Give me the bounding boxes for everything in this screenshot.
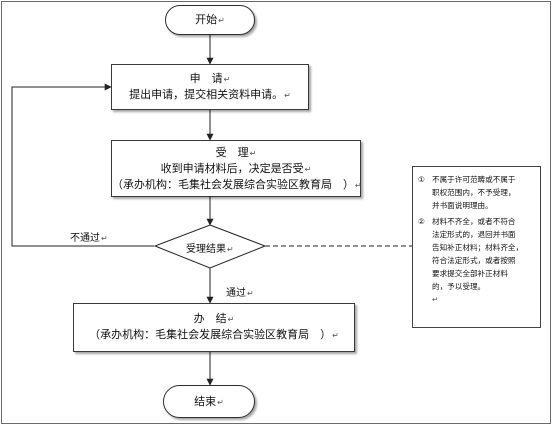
decision-label: 受理结果↵ [186,244,234,255]
note-2-line: 的，予以受理。 [432,282,486,291]
note-2-line: 法定形式的，退回并书面 [432,230,516,239]
start-terminal: 开始↵ [165,5,255,35]
pass-label: 通过↵ [226,288,254,299]
end-label: 结束 [194,395,217,408]
note-item-1: ① 不属于许可范畴或不属于 职权范围内，不予受理， 并书面说明理由。 [418,173,536,212]
notes-box: ① 不属于许可范畴或不属于 职权范围内，不予受理， 并书面说明理由。 ② 材料不… [412,166,541,328]
process-title: 办 结 [193,312,227,325]
reject-label: 不通过↵ [70,233,108,244]
note-1-line: 并书面说明理由。 [432,201,493,210]
process-box: 办 结↵ （承办机构：毛集社会发展综合实验区教育局 ）↵ [73,303,355,352]
note-return-mark: ↵ [432,295,439,304]
apply-title: 申 请 [189,72,223,85]
arrow-reject-loop [11,83,154,247]
start-label: 开始 [195,13,218,26]
note-number-1: ① [418,175,425,184]
apply-detail: 提出申请，提交相关资料申请。 [129,88,284,101]
note-1-line: 职权范围内，不予受理， [432,188,516,197]
note-2-line: 告知补正材料；材料齐全， [432,243,524,252]
accept-detail: 收到申请材料后，决定是否受 [160,162,304,175]
note-1-line: 不属于许可范畴或不属于 [432,175,516,184]
note-2-line: 材料不齐全，或者不符合 [432,217,516,226]
accept-title: 受 理 [215,146,249,159]
accept-box: 受 理↵ 收到申请材料后，决定是否受↵ （承办机构：毛集社会发展综合实验区教育局… [111,140,362,197]
process-agency: （承办机构：毛集社会发展综合实验区教育局 ） [89,328,332,341]
end-terminal: 结束↵ [163,385,255,418]
note-item-2: ② 材料不齐全，或者不符合 法定形式的，退回并书面 告知补正材料；材料齐全， 符… [418,215,536,293]
note-2-line: 要求提交全部补正材料 [432,269,508,278]
note-number-2: ② [418,217,425,226]
note-2-line: 符合法定形式，或者按照 [432,256,516,265]
accept-agency: （承办机构：毛集社会发展综合实验区教育局 ） [112,178,354,191]
apply-box: 申 请↵ 提出申请，提交相关资料申请。↵ [111,64,309,110]
decision-diamond [153,224,267,269]
